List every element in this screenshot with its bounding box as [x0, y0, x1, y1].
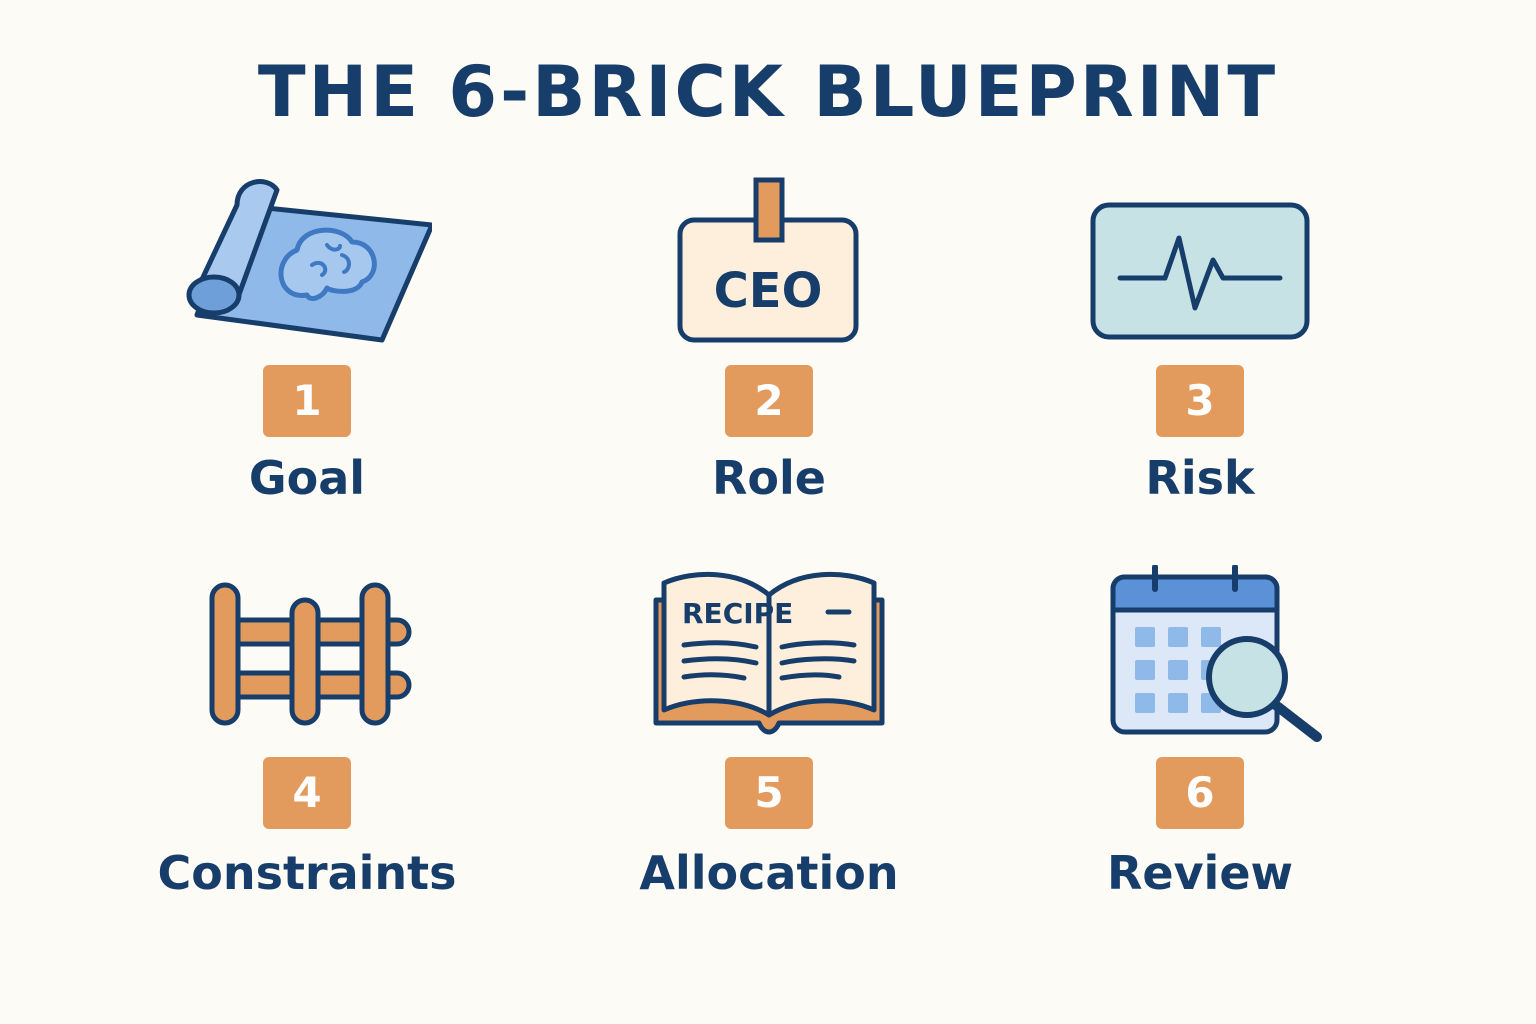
brick-label: Allocation [639, 846, 899, 900]
brick-label: Goal [248, 451, 366, 505]
brick-number: 3 [1156, 365, 1244, 437]
brick-number: 2 [725, 365, 813, 437]
heartbeat-monitor-icon [1075, 170, 1325, 360]
fence-icon [182, 565, 432, 755]
brick-goal: 1 Goal [87, 170, 527, 530]
brick-number: 5 [725, 757, 813, 829]
brick-review: 6 Review [980, 565, 1420, 925]
calendar-magnifier-icon [1075, 565, 1325, 755]
ceo-badge-icon: CEO [644, 170, 894, 360]
brick-label: Constraints [157, 846, 457, 900]
brick-role: CEO 2 Role [549, 170, 989, 530]
badge-text: CEO [714, 263, 823, 319]
brick-risk: 3 Risk [980, 170, 1420, 530]
brick-constraints: 4 Constraints [87, 565, 527, 925]
brick-label: Review [1106, 846, 1294, 900]
brick-number: 4 [263, 757, 351, 829]
blueprint-brain-icon [182, 170, 432, 360]
recipe-book-icon: RECIPE [644, 565, 894, 755]
brick-label: Risk [1145, 451, 1255, 505]
page-title: THE 6-BRICK BLUEPRINT [257, 51, 1279, 133]
brick-number: 6 [1156, 757, 1244, 829]
brick-label: Role [712, 451, 826, 505]
brick-number: 1 [263, 365, 351, 437]
book-title-text: RECIPE [682, 597, 793, 630]
brick-allocation: RECIPE 5 Allocation [549, 565, 989, 925]
